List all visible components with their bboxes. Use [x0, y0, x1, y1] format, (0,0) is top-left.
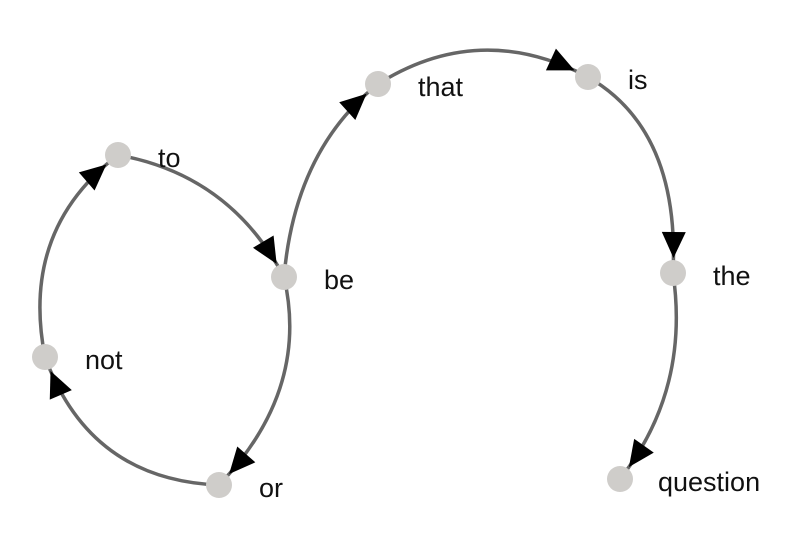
- node-is[interactable]: [575, 64, 601, 90]
- edges-layer: [38, 48, 679, 487]
- node-be[interactable]: [271, 264, 297, 290]
- node-label-is: is: [628, 65, 648, 95]
- node-question[interactable]: [607, 466, 633, 492]
- arrows-layer: [49, 48, 686, 474]
- node-label-that: that: [418, 72, 464, 102]
- labels-layer: to be that is the question or not: [85, 65, 760, 503]
- node-to[interactable]: [105, 142, 131, 168]
- arrowhead-be-or: [229, 446, 256, 474]
- edge-the-question: [618, 272, 679, 481]
- arrowhead-be-that: [339, 93, 367, 121]
- arrowhead-the-question: [628, 438, 654, 467]
- node-label-be: be: [324, 265, 354, 295]
- node-label-or: or: [259, 473, 283, 503]
- node-label-question: question: [658, 467, 760, 497]
- arrowhead-that-is: [545, 48, 575, 71]
- edge-or-not: [43, 356, 220, 487]
- node-not[interactable]: [32, 344, 58, 370]
- arrowhead-or-not: [49, 370, 72, 400]
- edge-be-that: [282, 82, 380, 278]
- edge-is-the: [587, 75, 676, 274]
- nodes-layer: [32, 64, 686, 498]
- edge-not-to: [38, 153, 120, 358]
- node-that[interactable]: [365, 71, 391, 97]
- node-or[interactable]: [206, 472, 232, 498]
- node-label-to: to: [158, 143, 181, 173]
- arrowhead-to-be: [252, 235, 277, 264]
- edge-to-be: [117, 153, 286, 278]
- arrowhead-not-to: [78, 164, 107, 191]
- edge-be-or: [217, 276, 292, 487]
- arrowhead-is-the: [661, 231, 686, 259]
- node-label-the: the: [713, 261, 751, 291]
- node-the[interactable]: [660, 260, 686, 286]
- node-label-not: not: [85, 345, 123, 375]
